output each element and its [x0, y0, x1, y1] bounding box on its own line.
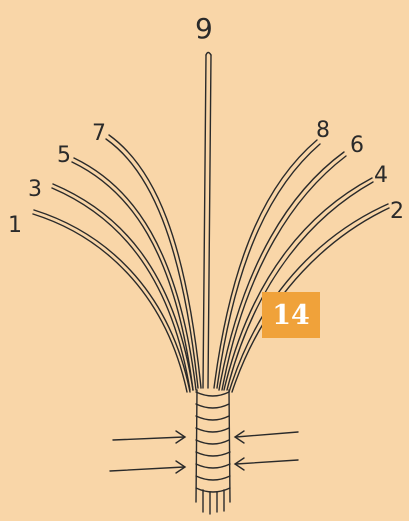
- strand-7: [106, 139, 198, 388]
- strand-8: [214, 140, 317, 388]
- strand-9: [203, 55, 206, 388]
- strand-label-6: 6: [350, 133, 364, 158]
- strand-6-edge: [222, 156, 346, 390]
- strand-3-edge: [53, 184, 193, 390]
- strand-label-9: 9: [195, 12, 213, 45]
- strand-3: [52, 188, 190, 390]
- strand-5: [72, 162, 193, 390]
- strand-1-edge: [34, 210, 190, 392]
- strand-label-2: 2: [390, 199, 404, 224]
- strand-label-3: 3: [28, 177, 42, 202]
- strand-4-edge: [227, 182, 373, 390]
- strand-label-8: 8: [316, 118, 330, 143]
- strand-label-1: 1: [8, 213, 22, 238]
- figure-number-badge: 14: [262, 292, 320, 338]
- strand-4: [224, 178, 372, 390]
- strand-8-edge: [217, 144, 320, 388]
- pressure-arrow-left-lower: [110, 461, 185, 473]
- pressure-arrow-left-upper: [113, 431, 185, 443]
- strand-9-edge: [208, 55, 211, 388]
- wrapped-base: [196, 390, 230, 514]
- strand-label-7: 7: [92, 121, 106, 146]
- strand-label-4: 4: [374, 163, 388, 188]
- strand-9-tip: [206, 53, 211, 56]
- strand-label-5: 5: [57, 143, 71, 168]
- pressure-arrow-right-lower: [235, 458, 298, 470]
- strand-1: [33, 214, 187, 392]
- strand-5-edge: [74, 158, 196, 390]
- pressure-arrow-right-upper: [235, 431, 298, 443]
